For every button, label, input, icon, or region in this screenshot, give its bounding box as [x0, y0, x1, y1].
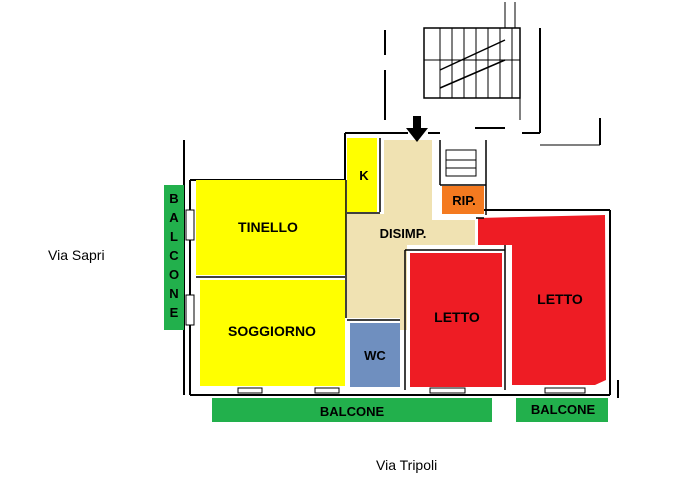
street-south: Via Tripoli [376, 457, 437, 473]
room-letto-left [410, 253, 502, 387]
room-kitchen [347, 138, 377, 212]
label-balcony-left-letter: E [170, 305, 179, 320]
room-wc [350, 323, 400, 387]
room-letto-right [478, 215, 606, 385]
window-marks [185, 209, 586, 394]
label-balcony-left-letter: L [170, 229, 178, 244]
balcony-bottom-right [516, 398, 608, 422]
label-balcony-left-letter: N [169, 286, 178, 301]
room-soggiorno [200, 280, 345, 386]
label-wc: WC [364, 348, 386, 363]
label-balcony-left: B A L C O N E [169, 191, 179, 320]
balcony-left [164, 185, 184, 330]
room-ripostiglio [442, 186, 484, 214]
room-tinello [196, 180, 346, 275]
label-letto-right: LETTO [537, 291, 583, 307]
label-balcony-left-letter: B [169, 191, 178, 206]
label-balcony-bottom-right: BALCONE [531, 402, 596, 417]
label-balcony-bottom-main: BALCONE [320, 404, 385, 419]
label-tinello: TINELLO [238, 219, 298, 235]
label-letto-left: LETTO [434, 309, 480, 325]
label-balcony-left-letter: C [169, 248, 179, 263]
label-balcony-left-letter: A [169, 210, 179, 225]
label-kitchen: K [359, 168, 369, 183]
entrance-arrow-icon [406, 116, 428, 142]
interior-walls [196, 138, 506, 390]
label-disimpegno: DISIMP. [380, 226, 427, 241]
label-balcony-left-letter: O [169, 267, 179, 282]
balcony-bottom-main [212, 398, 492, 422]
label-ripostiglio: RIP. [452, 193, 476, 208]
label-soggiorno: SOGGIORNO [228, 323, 316, 339]
street-west: Via Sapri [48, 247, 105, 263]
room-disimpegno [347, 140, 475, 330]
staircase-icon [384, 2, 601, 146]
